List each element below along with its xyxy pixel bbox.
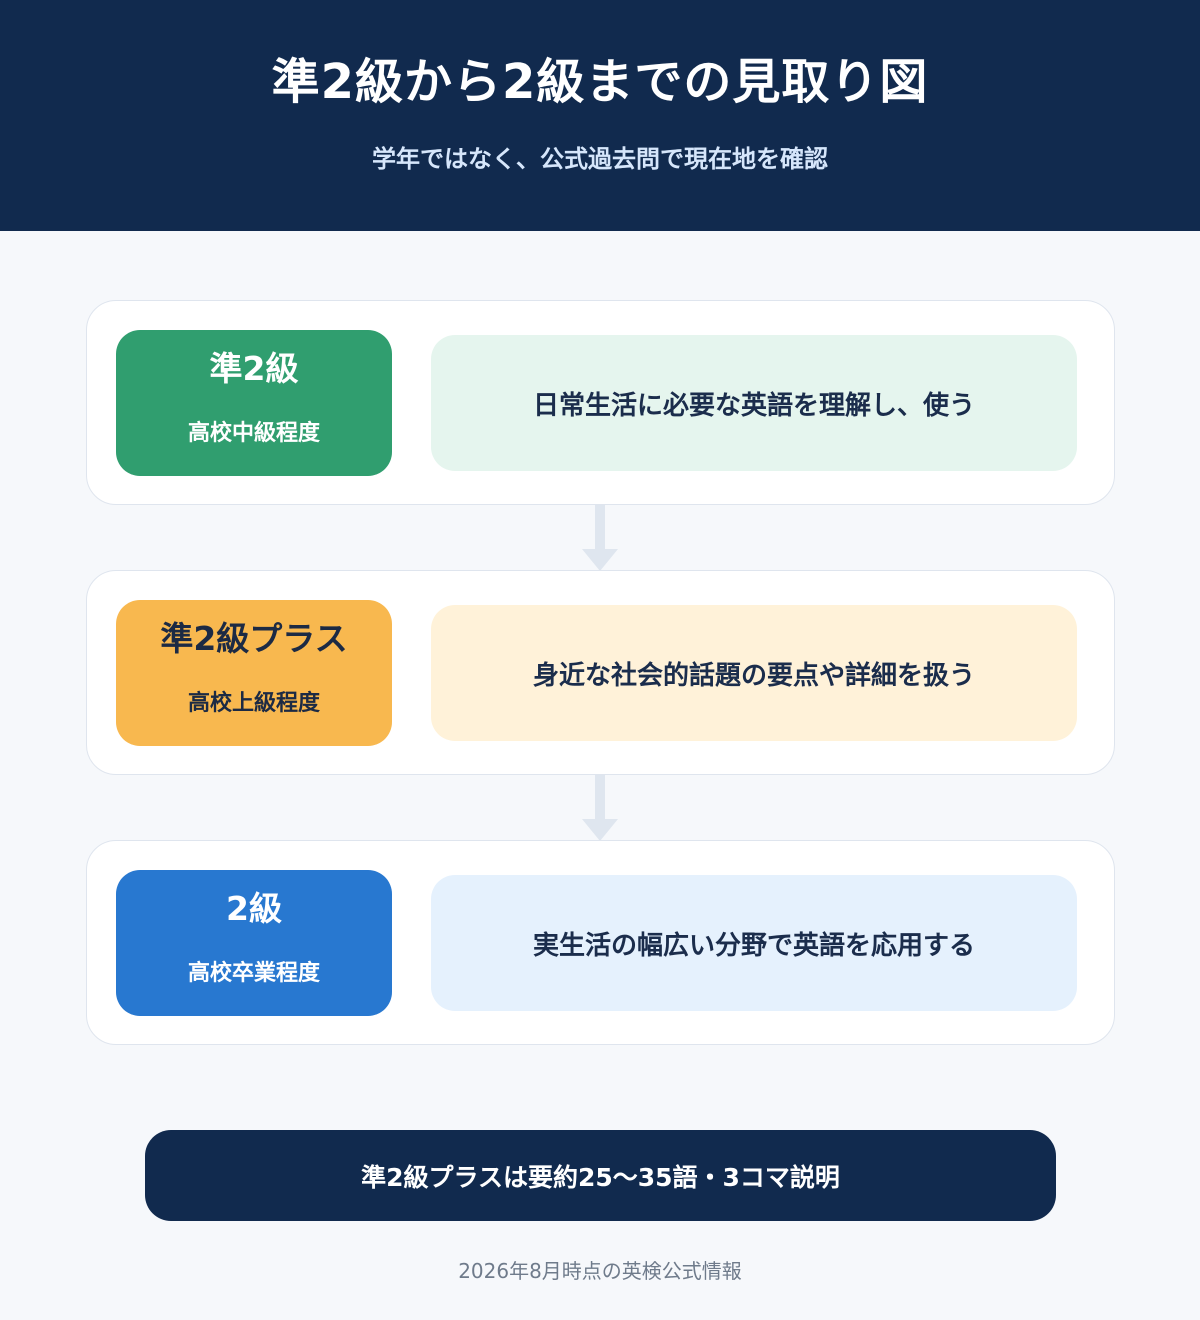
grade-level: 高校上級程度: [187, 691, 320, 716]
grade-level: 高校中級程度: [187, 421, 320, 446]
grade-badge: 準2級プラス 高校上級程度: [116, 600, 392, 746]
page-title: 準2級から2級までの見取り図: [271, 54, 929, 110]
grade-badge: 準2級 高校中級程度: [116, 330, 392, 476]
down-arrow-icon: [582, 505, 618, 571]
level-card-grade2: 2級 高校卒業程度 実生活の幅広い分野で英語を応用する: [86, 840, 1115, 1045]
summary-note: 準2級プラスは要約25〜35語・3コマ説明: [145, 1130, 1056, 1221]
grade-name: 2級: [226, 889, 282, 928]
grade-description: 身近な社会的話題の要点や詳細を扱う: [431, 605, 1077, 741]
level-card-pre2: 準2級 高校中級程度 日常生活に必要な英語を理解し、使う: [86, 300, 1115, 505]
page-subtitle: 学年ではなく、公式過去問で現在地を確認: [372, 145, 828, 173]
grade-badge: 2級 高校卒業程度: [116, 870, 392, 1016]
grade-level: 高校卒業程度: [187, 961, 320, 986]
grade-description: 実生活の幅広い分野で英語を応用する: [431, 875, 1077, 1011]
source-caption: 2026年8月時点の英検公式情報: [458, 1259, 742, 1283]
grade-name: 準2級: [209, 349, 299, 388]
down-arrow-icon: [582, 775, 618, 841]
grade-description: 日常生活に必要な英語を理解し、使う: [431, 335, 1077, 471]
header-banner: 準2級から2級までの見取り図 学年ではなく、公式過去問で現在地を確認: [0, 0, 1200, 231]
grade-name: 準2級プラス: [160, 619, 348, 658]
level-card-pre2-plus: 準2級プラス 高校上級程度 身近な社会的話題の要点や詳細を扱う: [86, 570, 1115, 775]
